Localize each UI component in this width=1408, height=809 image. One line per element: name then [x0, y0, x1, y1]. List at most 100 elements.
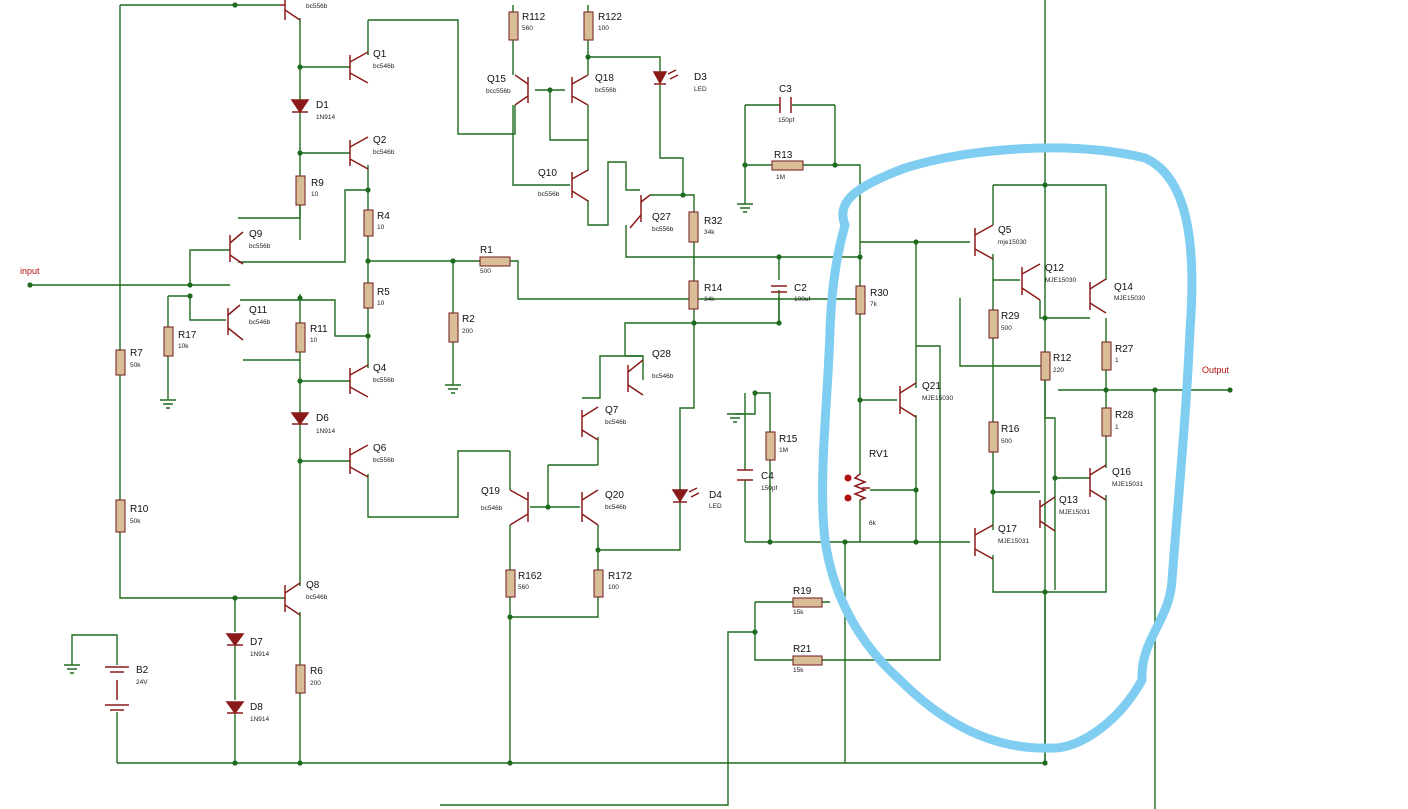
transistor-q13	[1039, 496, 1056, 532]
capacitor-c4	[737, 469, 753, 481]
value-q18: bc556b	[595, 87, 617, 94]
resistor-r122	[583, 11, 594, 41]
label-q13: Q13	[1059, 495, 1078, 506]
label-q6: Q6	[373, 443, 387, 454]
value-q16: MJE15031	[1112, 481, 1143, 488]
resistor-r10	[115, 499, 126, 533]
battery-b2	[105, 666, 129, 711]
label-r12: R12	[1053, 353, 1072, 364]
label-r32: R32	[704, 216, 723, 227]
value-r5: 10	[377, 300, 385, 307]
label-r29: R29	[1001, 311, 1020, 322]
value-q4: bc556b	[373, 377, 395, 384]
value-r17: 10k	[178, 343, 189, 350]
resistor-r17	[163, 326, 174, 357]
transistors	[227, 0, 1107, 616]
resistor-r28	[1101, 407, 1112, 437]
label-d6: D6	[316, 413, 329, 424]
label-r112: R112	[522, 12, 546, 23]
resistor-r4	[363, 209, 374, 237]
value-r12: 220	[1053, 367, 1064, 374]
label-r4: R4	[377, 211, 390, 222]
value-c3: 150pf	[778, 117, 794, 124]
resistor-r1	[479, 256, 511, 267]
capacitor-c3	[779, 97, 792, 113]
transistor-q7	[581, 406, 599, 441]
label-r162: R162	[518, 571, 542, 582]
component-labels: input Output bc556b R112 560 R122 100 D3…	[20, 3, 1230, 723]
label-q19: Q19	[481, 486, 500, 497]
value-r16: 500	[1001, 438, 1012, 445]
value-r1: 500	[480, 268, 491, 275]
label-d3: D3	[694, 72, 707, 83]
resistor-r16	[988, 421, 999, 453]
label-q18: Q18	[595, 73, 614, 84]
value-r172: 100	[608, 584, 619, 591]
resistor-r32	[688, 211, 699, 243]
label-b2: B2	[136, 665, 149, 676]
label-r2: R2	[462, 314, 475, 325]
transistor-q9	[229, 231, 244, 265]
value-r27: 1	[1115, 357, 1119, 364]
resistor-r27	[1101, 341, 1112, 371]
resistor-r15	[765, 431, 776, 461]
capacitors	[737, 97, 792, 481]
value-q1: bc546b	[373, 63, 395, 70]
label-q10: Q10	[538, 168, 557, 179]
value-r4: 10	[377, 224, 385, 231]
resistor-r9	[295, 175, 306, 206]
label-r28: R28	[1115, 410, 1134, 421]
label-r16: R16	[1001, 424, 1020, 435]
resistor-r30	[855, 285, 866, 315]
label-r11: R11	[310, 324, 328, 335]
transistor-q14	[1089, 278, 1107, 314]
value-d8: 1N914	[250, 716, 270, 723]
transistor-q18	[571, 74, 589, 106]
value-q19: bc546b	[481, 505, 503, 512]
value-r21: 15k	[793, 667, 804, 674]
diode-d1	[290, 99, 310, 114]
label-q17: Q17	[998, 524, 1017, 535]
ground-symbols	[64, 203, 753, 674]
label-rv1: RV1	[869, 449, 889, 460]
value-r122: 100	[598, 25, 609, 32]
resistor-r11	[295, 322, 306, 353]
label-r27: R27	[1115, 344, 1134, 355]
label-q5: Q5	[998, 225, 1012, 236]
label-q27: Q27	[652, 212, 671, 223]
value-r14: 34k	[704, 296, 715, 303]
label-q7: Q7	[605, 405, 619, 416]
value-q8: bc546b	[306, 594, 328, 601]
diode-d8	[225, 701, 245, 715]
label-q20: Q20	[605, 490, 624, 501]
transistor-q17	[974, 524, 994, 560]
diode-d7	[225, 633, 245, 647]
value-q13: MJE15031	[1059, 509, 1090, 516]
transistor-q11	[227, 304, 244, 341]
value-r112: 560	[522, 25, 533, 32]
output-label: Output	[1202, 365, 1230, 375]
transistor-q16	[1089, 464, 1107, 501]
value-r30: 7k	[870, 301, 878, 308]
diodes	[225, 69, 700, 715]
label-q11: Q11	[249, 305, 268, 316]
label-q9: Q9	[249, 229, 263, 240]
label-q4: Q4	[373, 363, 387, 374]
transistor-q15	[514, 74, 529, 106]
value-q7: bc546b	[605, 419, 627, 426]
value-q15: bcc556b	[486, 88, 511, 95]
label-r1: R1	[480, 245, 493, 256]
value-c2: 100uf	[794, 296, 810, 303]
value-q10: bc556b	[538, 191, 560, 198]
resistor-r162	[505, 569, 516, 598]
value-r9: 10	[311, 191, 319, 198]
potentiometer-rv1	[844, 473, 870, 502]
value-q28: bc546b	[652, 373, 674, 380]
label-r6: R6	[310, 666, 323, 677]
resistor-r6	[295, 664, 306, 694]
resistor-r7	[115, 349, 126, 376]
value-d6: 1N914	[316, 428, 336, 435]
resistor-r5	[363, 282, 374, 309]
label-d4: D4	[709, 490, 722, 501]
